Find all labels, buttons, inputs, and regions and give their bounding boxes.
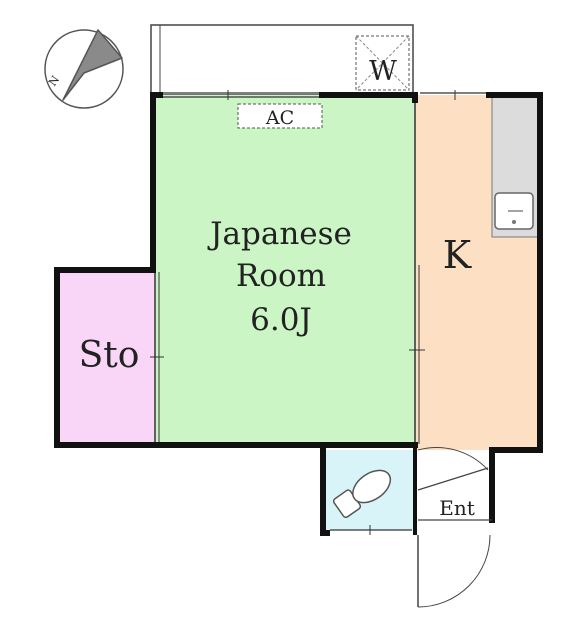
entrance: Ent	[417, 447, 492, 608]
japanese-room	[153, 95, 415, 445]
entrance-step	[417, 467, 489, 491]
aircon-box	[237, 103, 323, 129]
compass: N	[44, 29, 124, 109]
washer-space: W	[355, 35, 410, 91]
storage-label: Sto	[79, 335, 140, 376]
japanese-room-size: 6.0J	[250, 302, 312, 338]
kitchen-label: K	[443, 233, 472, 277]
washer-cross-b	[355, 35, 410, 91]
toilet-icon	[332, 469, 392, 519]
drain-icon	[512, 220, 516, 224]
compass-needle-icon	[62, 29, 123, 101]
aircon-label: AC	[265, 107, 294, 129]
kitchen-door-swing	[417, 447, 489, 471]
washer-label: W	[369, 56, 397, 87]
entrance-label: Ent	[439, 496, 475, 520]
japanese-room-label-line2: Room	[236, 258, 326, 294]
air-conditioner: AC	[237, 103, 323, 129]
storage-closet	[57, 270, 155, 445]
japanese-room-label-line1: Japanese	[207, 216, 352, 252]
walls	[54, 92, 543, 536]
front-door-swing	[417, 534, 491, 608]
